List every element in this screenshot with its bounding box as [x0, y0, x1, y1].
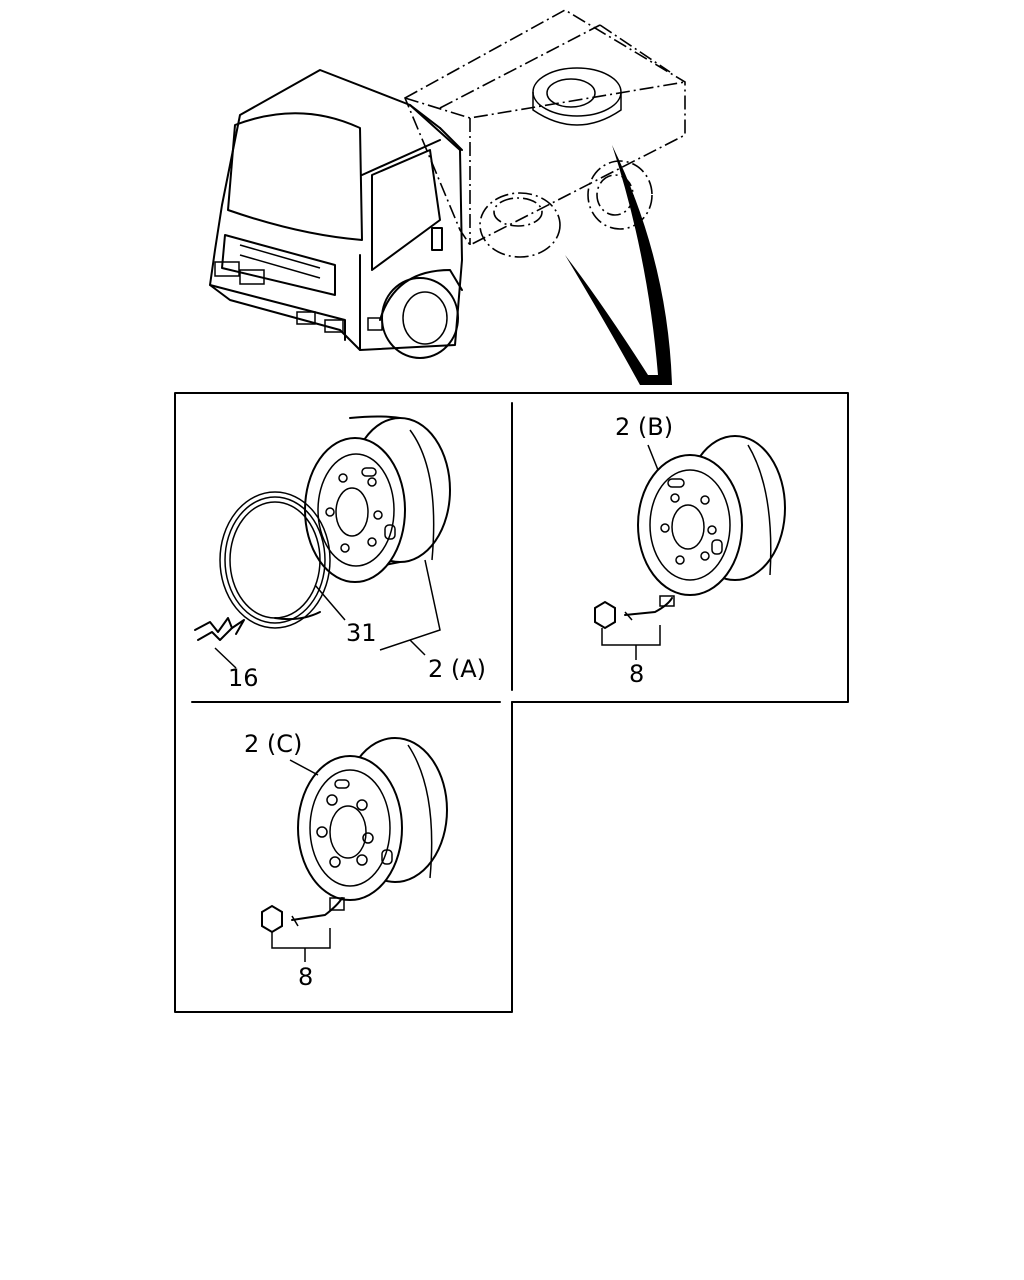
panel-a: 31 16 2 (A): [174, 392, 513, 703]
label-valve-8-b: 8: [629, 660, 644, 688]
label-part-16: 16: [228, 664, 259, 692]
label-part-31: 31: [346, 619, 377, 647]
label-valve-8-c: 8: [298, 963, 313, 991]
flap-ring-31: [219, 491, 331, 629]
clip-16: [194, 617, 245, 641]
panel-b: 2 (B) 8: [511, 392, 849, 703]
valve-8-b: [594, 595, 675, 630]
wheel-a: [304, 415, 451, 583]
valve-8-c: [261, 897, 345, 934]
label-wheel-2a: 2 (A): [428, 655, 486, 683]
panel-c: 2 (C) 8: [174, 701, 513, 1013]
wheel-c: [297, 737, 448, 901]
label-wheel-2c: 2 (C): [244, 730, 302, 758]
label-wheel-2b: 2 (B): [615, 413, 673, 441]
truck-cab: [209, 69, 463, 359]
cargo-bed: [403, 9, 686, 258]
truck-illustration: [209, 9, 686, 385]
pointer-arrow: [565, 145, 672, 385]
wheel-b: [637, 435, 786, 596]
